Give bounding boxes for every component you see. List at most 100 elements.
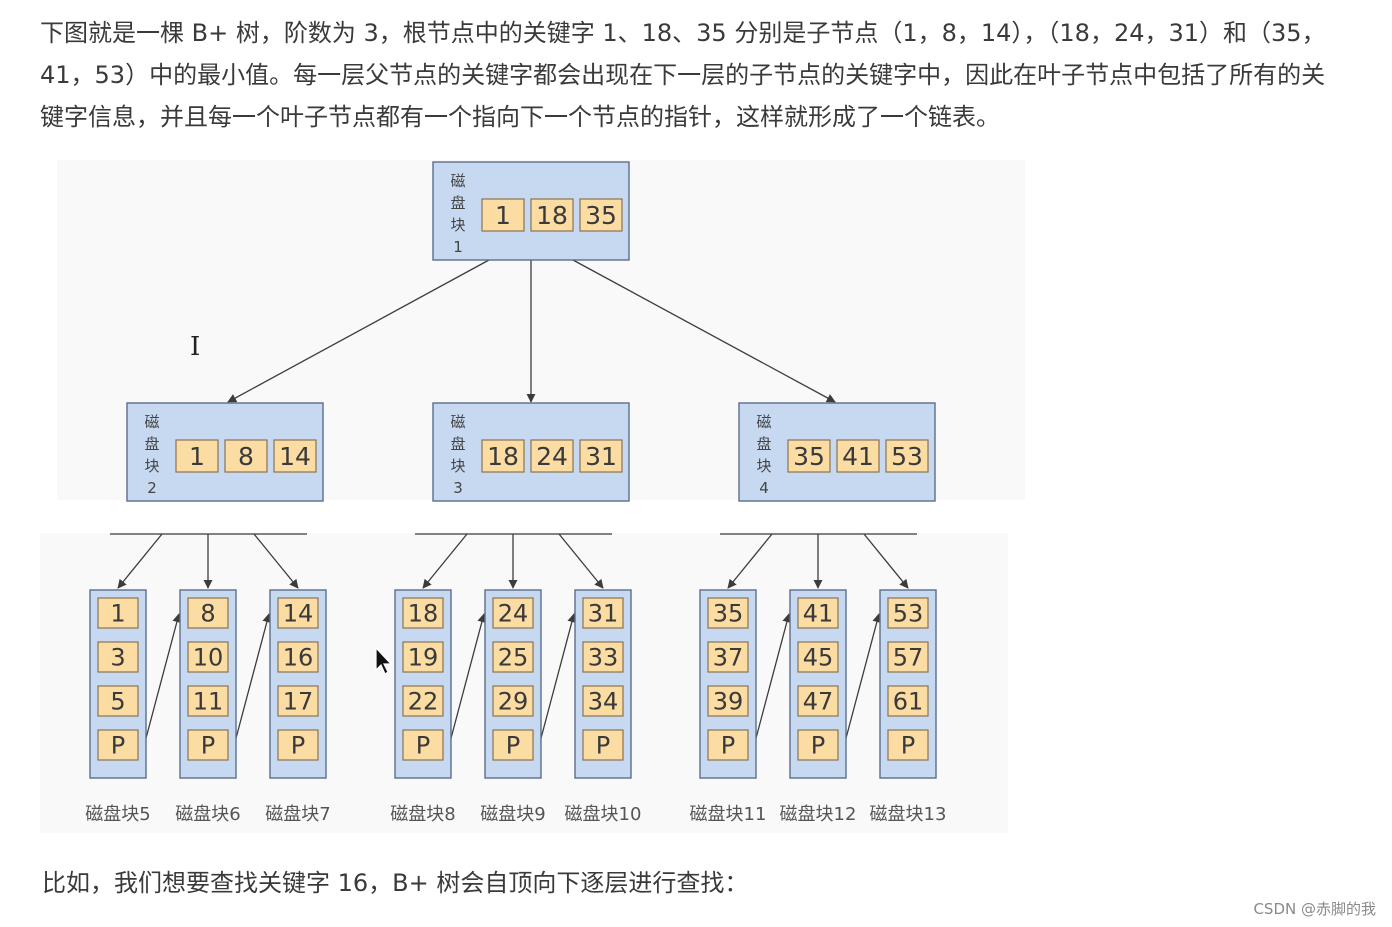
leaf-next-pointer — [539, 613, 577, 743]
key-label: 1 — [495, 201, 511, 230]
followup-paragraph: 比如，我们想要查找关键字 16，B+ 树会自顶向下逐层进行查找： — [42, 869, 749, 897]
key-cell — [402, 641, 444, 673]
key-label: 41 — [803, 600, 834, 628]
node-label-char: 3 — [453, 479, 463, 497]
key-label: 8 — [200, 600, 215, 628]
key-label: 31 — [588, 600, 619, 628]
node-label-char: 1 — [453, 238, 463, 256]
key-cell — [277, 685, 319, 717]
key-cell — [582, 641, 624, 673]
key-cell — [97, 641, 139, 673]
key-label: P — [721, 732, 735, 760]
key-cell — [97, 597, 139, 629]
leaf-label: 磁盘块7 — [265, 804, 330, 825]
key-cell — [492, 685, 534, 717]
leaf-next-pointer — [234, 613, 272, 743]
key-cell — [273, 439, 317, 473]
key-label: 53 — [893, 600, 924, 628]
key-label: 39 — [713, 688, 744, 716]
key-label: 61 — [893, 688, 924, 716]
key-label: 29 — [498, 688, 529, 716]
key-label: P — [901, 732, 915, 760]
key-label: 18 — [487, 442, 519, 471]
key-label: 5 — [110, 688, 125, 716]
mouse-pointer-icon — [375, 646, 393, 675]
key-cell — [836, 439, 880, 473]
key-label: 14 — [283, 600, 314, 628]
key-label: 24 — [498, 600, 529, 628]
edge-root-to-block4 — [572, 259, 836, 403]
node-label-char: 磁 — [756, 413, 771, 431]
edge-root-to-block2 — [227, 259, 490, 403]
key-label: 18 — [408, 600, 439, 628]
leaf-label: 磁盘块11 — [690, 804, 767, 825]
leaf-next-pointer — [449, 613, 487, 743]
key-cell — [187, 597, 229, 629]
key-label: 33 — [588, 644, 619, 672]
key-cell — [887, 729, 929, 761]
key-cell — [224, 439, 268, 473]
key-cell — [787, 439, 831, 473]
key-cell — [277, 729, 319, 761]
key-label: P — [291, 732, 305, 760]
key-cell — [492, 641, 534, 673]
key-label: P — [506, 732, 520, 760]
key-label: 53 — [891, 442, 923, 471]
node-label-char: 磁 — [450, 172, 465, 190]
key-cell — [707, 729, 749, 761]
key-cell — [797, 641, 839, 673]
key-cell — [97, 685, 139, 717]
edge-to-leaf — [253, 533, 299, 589]
key-cell — [582, 597, 624, 629]
edge-to-leaf — [558, 533, 604, 589]
leaf-label: 磁盘块13 — [870, 804, 947, 825]
text-cursor-icon: I — [190, 332, 201, 362]
key-cell — [402, 685, 444, 717]
key-cell — [402, 597, 444, 629]
key-cell — [530, 439, 574, 473]
key-cell — [887, 685, 929, 717]
key-cell — [481, 198, 525, 232]
node-label-char: 盘 — [450, 435, 465, 453]
leaf-next-pointer — [844, 613, 882, 743]
node-label-char: 块 — [450, 216, 465, 234]
node-label-char: 块 — [144, 457, 159, 475]
node-label-char: 4 — [759, 479, 769, 497]
leaf-label: 磁盘块6 — [175, 804, 240, 825]
key-label: 41 — [842, 442, 874, 471]
key-cell — [481, 439, 525, 473]
key-label: 31 — [585, 442, 617, 471]
key-cell — [885, 439, 929, 473]
key-cell — [277, 641, 319, 673]
node-label-char: 磁 — [450, 413, 465, 431]
key-cell — [707, 641, 749, 673]
key-label: 35 — [793, 442, 825, 471]
key-label: 35 — [585, 201, 617, 230]
key-label: 8 — [238, 442, 254, 471]
intro-paragraph: 下图就是一棵 B+ 树，阶数为 3，根节点中的关键字 1、18、35 分别是子节… — [40, 19, 1326, 131]
leaf-label: 磁盘块12 — [780, 804, 857, 825]
key-cell — [277, 597, 319, 629]
key-label: 10 — [193, 644, 224, 672]
node-label-char: 块 — [756, 457, 771, 475]
edge-to-leaf — [117, 533, 163, 589]
leaf-label: 磁盘块5 — [85, 804, 150, 825]
key-cell — [582, 729, 624, 761]
key-cell — [797, 597, 839, 629]
key-cell — [187, 729, 229, 761]
key-label: 35 — [713, 600, 744, 628]
leaf-label: 磁盘块8 — [390, 804, 455, 825]
leaf-label: 磁盘块10 — [565, 804, 642, 825]
key-label: 3 — [110, 644, 125, 672]
leaf-next-pointer — [754, 613, 792, 743]
key-label: 47 — [803, 688, 834, 716]
